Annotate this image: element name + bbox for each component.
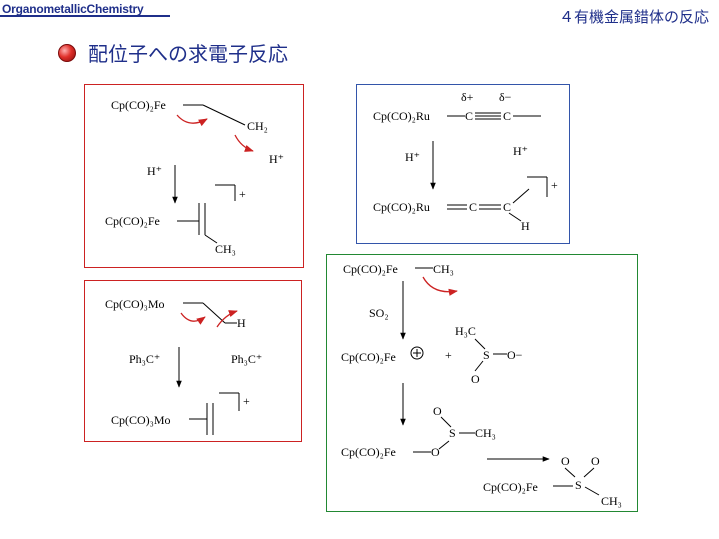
mo-complex-top: Cp(CO)₃Mo	[105, 297, 165, 311]
bond-ch3	[204, 234, 218, 244]
red-curved-arrow	[234, 134, 254, 152]
sulfur-center: S	[483, 348, 490, 362]
fe-complex-top: Cp(CO)₂Fe	[111, 98, 166, 112]
scheme-so2-insertion: Cp(CO)₂Fe CH₃ SO₂ H₃C Cp(CO)₂Fe + S O− O…	[326, 254, 638, 512]
ch2-label: CH₂	[247, 119, 268, 133]
slide-title: 配位子への求電子反応	[88, 42, 288, 66]
plus-sign: +	[551, 178, 558, 192]
s-bound-complex: Cp(CO)₂Fe	[483, 480, 538, 494]
o-bottom: O	[471, 372, 480, 386]
sulfur-final: S	[575, 478, 582, 492]
ch3-mid: CH₃	[475, 426, 496, 440]
bond-allyl	[202, 104, 246, 126]
so2-reagent: SO₂	[369, 306, 389, 320]
bond-s-o-bottom	[474, 360, 484, 372]
o-top: O	[433, 404, 442, 418]
bond-c-s	[474, 338, 486, 350]
header-rule	[0, 15, 170, 17]
fe-methyl-complex: Cp(CO)₂Fe	[343, 262, 398, 276]
mo-complex-bottom: Cp(CO)₃Mo	[111, 413, 171, 427]
red-curved-arrow	[422, 276, 458, 296]
bond-s-o-right	[583, 467, 595, 478]
carbon-vinylidene-alpha: C	[469, 200, 477, 214]
o-bound-complex: Cp(CO)₂Fe	[341, 445, 396, 459]
plus-sign: +	[239, 187, 246, 201]
delta-plus: δ+	[461, 90, 474, 104]
o-link: O	[431, 445, 440, 459]
h-plus-left: H⁺	[405, 150, 420, 164]
plus-sign: +	[445, 348, 452, 362]
bond-o-s	[440, 416, 452, 428]
hydrogen: H	[521, 219, 530, 233]
h-plus-right: H⁺	[513, 144, 528, 158]
ch3-label: CH₃	[215, 242, 236, 256]
fe-cation: Cp(CO)₂Fe	[341, 350, 396, 364]
red-bullet-icon	[58, 43, 76, 62]
carbon-vinylidene-beta: C	[503, 200, 511, 214]
ru-complex-bottom: Cp(CO)₂Ru	[373, 200, 430, 214]
bond-s-o-left	[564, 467, 576, 478]
cation-charge-circle	[410, 346, 424, 360]
bond-s-ch3-final	[584, 486, 600, 496]
o-left: O	[561, 454, 570, 468]
ch3-final: CH₃	[601, 494, 622, 508]
plus-sign: +	[243, 394, 250, 408]
h-plus-right: H⁺	[269, 152, 284, 166]
delta-minus: δ−	[499, 90, 512, 104]
trityl-cation-right: Ph₃C⁺	[231, 352, 262, 366]
trityl-cation-left: Ph₃C⁺	[129, 352, 160, 366]
carbon-beta: C	[503, 109, 511, 123]
h3c-label: H₃C	[455, 324, 476, 338]
o-minus: O−	[507, 348, 523, 362]
header-course-label: OrganometallicChemistry	[2, 2, 144, 16]
scheme-3-drawing: Cp(CO)₃Mo H Ph₃C⁺ Ph₃C⁺ + Cp(CO)₃Mo	[105, 297, 262, 435]
red-curved-arrow	[180, 312, 206, 325]
scheme-protonation-fe-allyl: Cp(CO)₂Fe CH₂ H⁺ H⁺ + Cp(CO)₂Fe CH₃	[84, 84, 304, 268]
sulfur-mid: S	[449, 426, 456, 440]
fe-complex-bottom: Cp(CO)₂Fe	[105, 214, 160, 228]
scheme-hydride-abstraction-mo: Cp(CO)₃Mo H Ph₃C⁺ Ph₃C⁺ + Cp(CO)₃Mo	[84, 280, 302, 442]
bond-substituent	[512, 188, 530, 204]
title-row: 配位子への求電子反応	[58, 38, 288, 67]
scheme-protonation-ru-acetylide: δ+ δ− Cp(CO)₂Ru C C H⁺ H⁺ + Cp(CO)₂Ru C …	[356, 84, 570, 244]
hydrogen: H	[237, 316, 246, 330]
red-curved-arrow	[176, 114, 208, 127]
bond-o-s-2	[438, 440, 450, 450]
red-curved-arrow	[216, 310, 238, 328]
scheme-2-drawing: δ+ δ− Cp(CO)₂Ru C C H⁺ H⁺ + Cp(CO)₂Ru C …	[373, 90, 558, 233]
scheme-1-drawing: Cp(CO)₂Fe CH₂ H⁺ H⁺ + Cp(CO)₂Fe CH₃	[105, 98, 284, 256]
bond-h	[508, 212, 522, 222]
bond-c-c	[202, 302, 226, 324]
o-right: O	[591, 454, 600, 468]
h-plus-left: H⁺	[147, 164, 162, 178]
header-chapter-label: ４有機金属錯体の反応	[558, 8, 709, 26]
carbon-alpha: C	[465, 109, 473, 123]
scheme-4-drawing: Cp(CO)₂Fe CH₃ SO₂ H₃C Cp(CO)₂Fe + S O− O…	[341, 262, 622, 508]
ru-complex-top: Cp(CO)₂Ru	[373, 109, 430, 123]
ch3-top: CH₃	[433, 262, 454, 276]
